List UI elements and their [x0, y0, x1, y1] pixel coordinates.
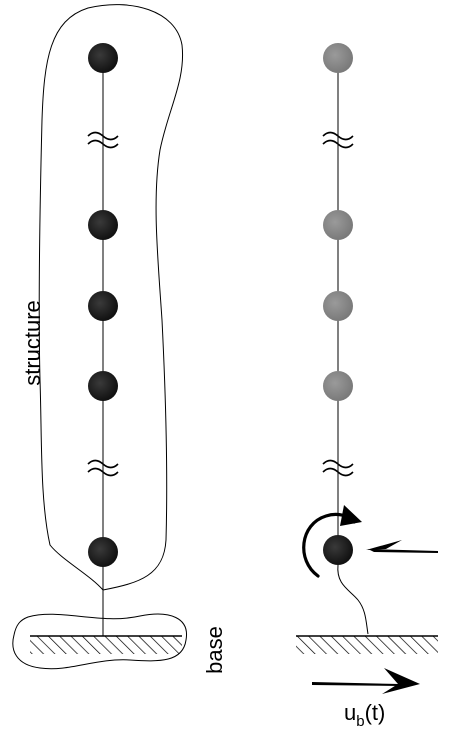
relative-mass-node	[323, 210, 353, 240]
structure-label: structure	[20, 300, 45, 386]
mass-node	[88, 43, 118, 73]
wavy-break-icon	[87, 131, 119, 149]
mass-node	[88, 371, 118, 401]
wavy-break-icon	[322, 459, 354, 477]
base-driven-mass-node	[323, 535, 353, 565]
structure-outline	[38, 4, 184, 591]
flexible-link	[337, 564, 369, 635]
curved-arrow-icon	[302, 505, 362, 578]
wavy-break-icon	[87, 459, 119, 477]
base-outline	[12, 613, 187, 670]
mass-node	[88, 537, 118, 567]
displacement-label: ub(t)	[344, 700, 385, 730]
relative-mass-node	[323, 371, 353, 401]
structure-model: structure base	[12, 4, 227, 674]
base-motion-arrow-icon	[312, 668, 420, 694]
relative-mass-node	[323, 43, 353, 73]
force-arrow-icon	[366, 540, 438, 553]
hatched-ground-icon	[30, 636, 182, 654]
mass-node	[88, 210, 118, 240]
mass-node	[88, 291, 118, 321]
base-label: base	[202, 626, 227, 674]
relative-model: ub(t)	[296, 43, 438, 730]
relative-mass-node	[323, 291, 353, 321]
wavy-break-icon	[322, 131, 354, 149]
hatched-ground-icon	[296, 636, 438, 654]
